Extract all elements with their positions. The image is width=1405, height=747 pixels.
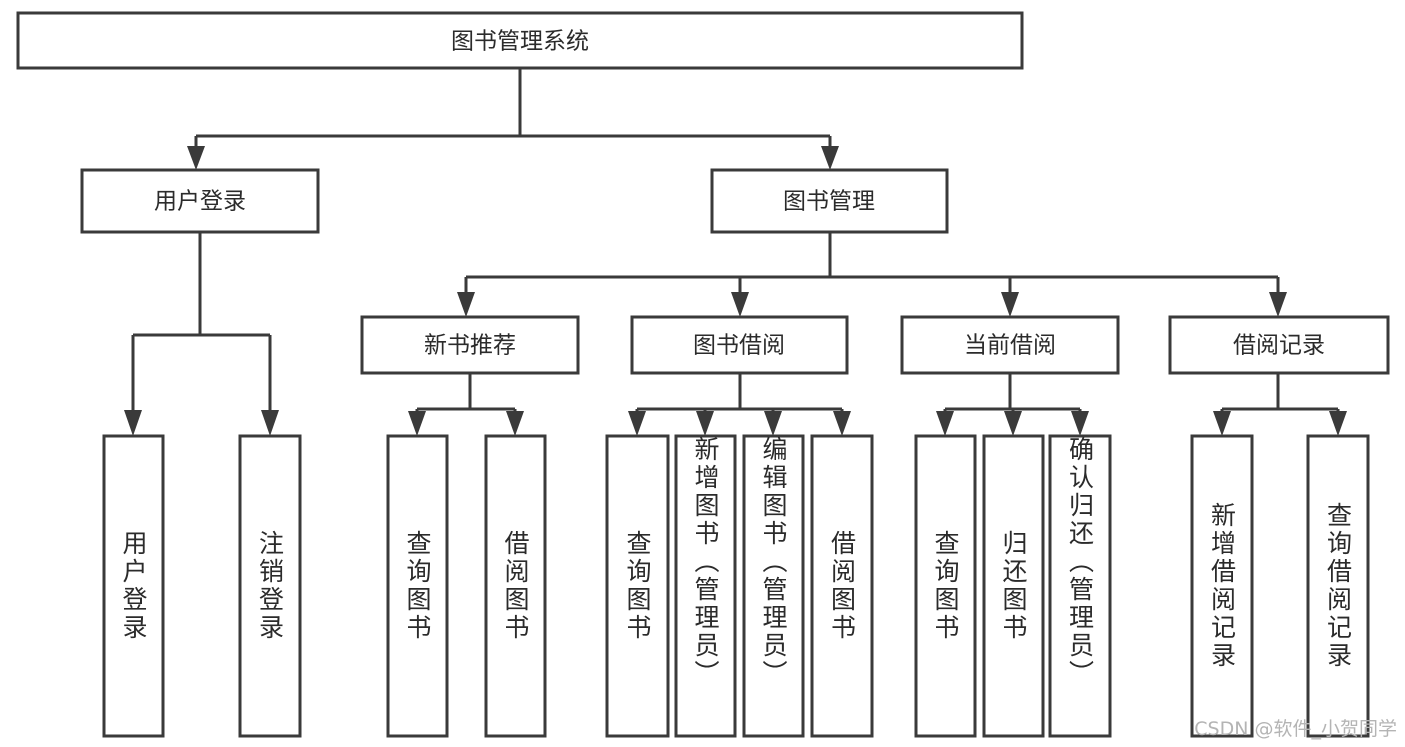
leaf-box-current-1[interactable] [914,434,977,738]
leaf-box-borrow-3[interactable] [742,434,805,738]
arrow-borrow-leaf-1 [628,411,646,436]
leaf-box-borrow-4[interactable] [810,434,874,738]
arrow-books-child-3 [1001,292,1019,317]
connector-group-borrow-record [1213,373,1347,436]
connector-group-root [187,68,839,170]
node-borrow-record-label: 借阅记录 [1233,333,1325,359]
arrow-newbook-leaf-1 [408,411,426,436]
leaf-box-record-2[interactable] [1306,434,1370,738]
connector-group-new-book [408,373,524,436]
leaf-box-newbook-1[interactable] [386,434,449,738]
arrow-user-leaf-2 [261,410,279,436]
node-user-login-box[interactable] [80,168,320,234]
node-book-borrow-label: 图书借阅 [693,333,785,359]
arrow-borrow-leaf-3 [764,411,782,436]
arrow-record-leaf-1 [1213,411,1231,436]
node-root-box[interactable] [16,11,1024,70]
node-borrow-record-box[interactable] [1168,315,1390,375]
arrow-root-to-books [821,146,839,170]
arrow-user-leaf-1 [124,410,142,436]
node-current-borrow-label: 当前借阅 [964,333,1056,359]
arrow-books-child-1 [457,292,475,317]
node-user-login-label: 用户登录 [154,189,246,215]
connector-group-user-login [124,232,279,436]
arrow-books-child-2 [731,292,749,317]
arrow-newbook-leaf-2 [506,411,524,436]
leaf-box-borrow-1[interactable] [605,434,670,738]
leaf-box-current-3[interactable] [1048,434,1112,738]
leaf-box-newbook-2[interactable] [484,434,547,738]
arrow-record-leaf-2 [1329,411,1347,436]
connector-group-book-borrow [628,373,851,436]
arrow-current-leaf-3 [1071,411,1089,436]
leaf-box-user-login-2[interactable] [238,434,302,738]
leaf-box-borrow-2[interactable] [674,434,737,738]
arrow-current-leaf-2 [1004,411,1022,436]
node-book-management-label: 图书管理 [783,189,875,215]
arrow-root-to-user [187,146,205,170]
leaf-box-user-login-1[interactable] [102,434,165,738]
node-book-management-box[interactable] [710,168,949,234]
node-new-book-label: 新书推荐 [424,333,516,359]
arrow-books-child-4 [1269,292,1287,317]
node-new-book-box[interactable] [360,315,580,375]
connector-group-book-management [457,232,1287,317]
arrow-current-leaf-1 [936,411,954,436]
arrow-borrow-leaf-4 [833,411,851,436]
arrow-borrow-leaf-2 [696,411,714,436]
node-current-borrow-box[interactable] [900,315,1120,375]
leaf-box-record-1[interactable] [1190,434,1254,738]
node-root-label: 图书管理系统 [451,29,589,55]
leaf-box-current-2[interactable] [982,434,1045,738]
connector-group-current-borrow [936,373,1089,436]
node-book-borrow-box[interactable] [630,315,849,375]
